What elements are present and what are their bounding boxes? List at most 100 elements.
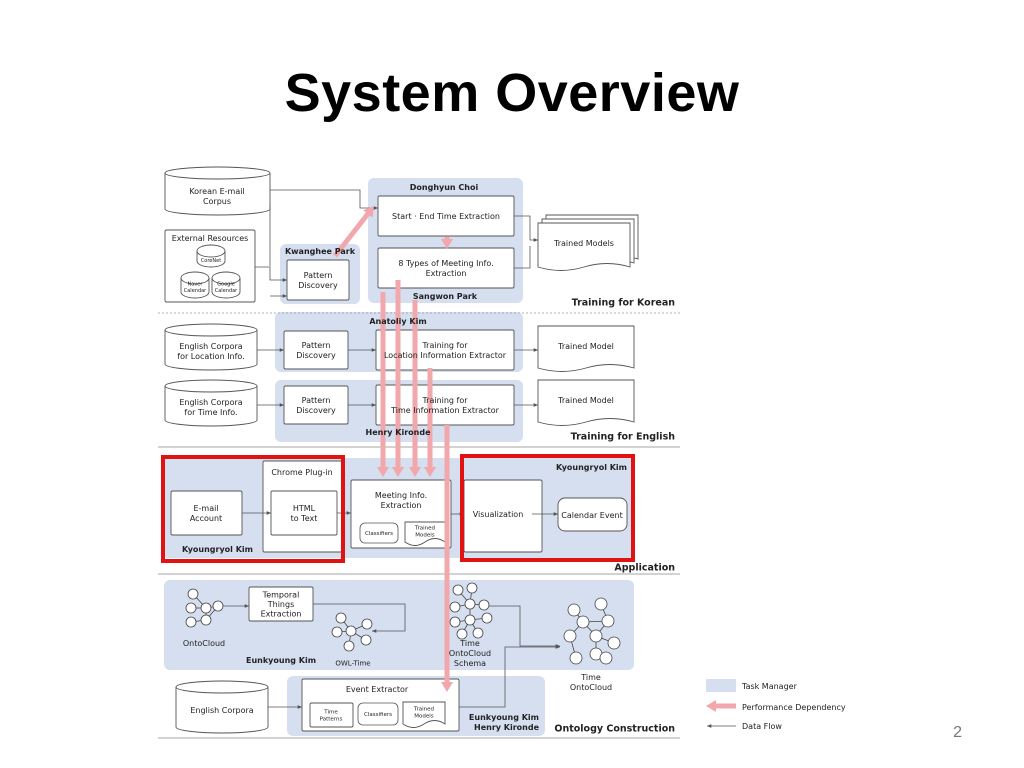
- label: Chrome Plug-in: [271, 468, 332, 477]
- english-corpora-time: [164, 379, 258, 427]
- trained-model-doc-time: [537, 379, 635, 426]
- label: Anatoliy Kim: [369, 317, 426, 326]
- graph-node: [478, 599, 490, 611]
- label: Trained: [413, 706, 434, 712]
- highlight-box-left: [161, 455, 345, 563]
- graph-node: [601, 614, 615, 628]
- data-flow-arrow: [514, 246, 531, 269]
- cylinder-top: [164, 323, 258, 337]
- label: Event Extractor: [346, 685, 409, 694]
- label: Data Flow: [742, 722, 782, 731]
- korean-email-corpus: [164, 166, 271, 216]
- graph-node: [472, 627, 484, 639]
- data-flow-arrow: [488, 605, 560, 648]
- label: Task Manager: [741, 682, 798, 691]
- graph-node: [576, 615, 590, 629]
- label: Pattern: [302, 396, 331, 405]
- performance-dependency-arrow: [377, 292, 389, 477]
- graph-node: [345, 625, 357, 637]
- cylinder-top: [211, 271, 241, 285]
- label: 8 Types of Meeting Info.: [398, 259, 493, 268]
- performance-dependency-arrow: [424, 368, 436, 477]
- label: Time: [323, 709, 338, 715]
- label: Ontology Construction: [554, 723, 675, 734]
- cylinder-top: [164, 166, 271, 180]
- label: English Corpora: [190, 706, 253, 715]
- dependency-arrow-time-to-event-extractor: [441, 425, 453, 692]
- performance-dependency-arrow: [392, 280, 404, 477]
- label: Temporal: [262, 590, 300, 599]
- label: Discovery: [296, 351, 336, 360]
- trained-model-doc-location: [537, 325, 635, 372]
- graph-node: [360, 634, 372, 646]
- graph-node: [464, 614, 476, 626]
- label: Eunkyoung Kim: [246, 656, 316, 665]
- label: OntoCloud: [183, 639, 225, 648]
- label: Time Information Extractor: [390, 406, 500, 415]
- label: Kyoungryol Kim: [556, 463, 627, 472]
- label: Calendar Event: [561, 511, 622, 520]
- graph-node: [456, 628, 468, 640]
- owl-time-graph: [331, 612, 373, 652]
- graph-node: [466, 582, 478, 594]
- time-ontocloud-graph: [563, 597, 621, 665]
- graph-node: [200, 614, 212, 626]
- slide-title: System Overview: [284, 63, 740, 123]
- label: Extraction: [381, 501, 422, 510]
- cylinder-body: [164, 330, 258, 371]
- label: Performance Dependency: [742, 703, 846, 712]
- label: Models: [414, 713, 434, 719]
- graph-node: [449, 601, 461, 613]
- label: OntoCloud: [570, 683, 612, 692]
- label: Training for: [421, 396, 468, 405]
- label: CoreNet: [201, 258, 221, 264]
- label: Visualization: [473, 510, 524, 519]
- graph-node: [185, 616, 197, 628]
- label: Corpus: [203, 197, 231, 206]
- label: Kwanghee Park: [285, 247, 356, 256]
- graph-node: [212, 600, 224, 612]
- label: Location Information Extractor: [384, 351, 507, 360]
- label: Start · End Time Extraction: [392, 212, 500, 221]
- graph-node: [594, 597, 608, 611]
- graph-node: [569, 651, 583, 665]
- label: Pattern: [302, 341, 331, 350]
- label: Trained Model: [557, 396, 614, 405]
- trained-models-doc: [537, 222, 631, 271]
- label: Classifiers: [365, 531, 393, 537]
- cylinder-top: [196, 244, 226, 258]
- label: Sangwon Park: [413, 292, 478, 301]
- label: Time: [459, 639, 480, 648]
- graph-node: [589, 629, 603, 643]
- label: OntoCloud: [449, 649, 491, 658]
- label: Naver: [188, 282, 204, 288]
- page-number: 2: [953, 724, 962, 741]
- label: Things: [267, 600, 295, 609]
- label: Trained Models: [553, 239, 614, 248]
- label: Classifiers: [364, 712, 392, 718]
- label: Trained Model: [557, 342, 614, 351]
- cylinder-body: [175, 687, 269, 734]
- graph-node: [449, 616, 461, 628]
- label: E-mail: [193, 504, 218, 513]
- naver-calendar-db: [180, 271, 210, 299]
- label: Kyoungryol Kim: [182, 545, 253, 554]
- graph-node: [567, 603, 581, 617]
- trained-models-doc-ontology: [402, 701, 446, 728]
- label: Pattern: [304, 271, 333, 280]
- time-ontocloud-schema-graph: [449, 582, 493, 640]
- label: Training for English: [571, 431, 676, 442]
- label: for Time Info.: [184, 408, 237, 417]
- graph-node: [343, 640, 355, 652]
- task-manager-ontology-top: [164, 580, 634, 670]
- label: Trained: [414, 525, 435, 531]
- label: Henry Kironde: [474, 723, 540, 732]
- label: OWL-Time: [335, 659, 370, 667]
- legend-performance-dependency-arrow: [706, 700, 736, 712]
- graph-node: [452, 584, 464, 596]
- label: External Resources: [172, 234, 249, 243]
- label: Training for: [421, 341, 468, 350]
- label: Time: [580, 673, 601, 682]
- graph-node: [481, 612, 493, 624]
